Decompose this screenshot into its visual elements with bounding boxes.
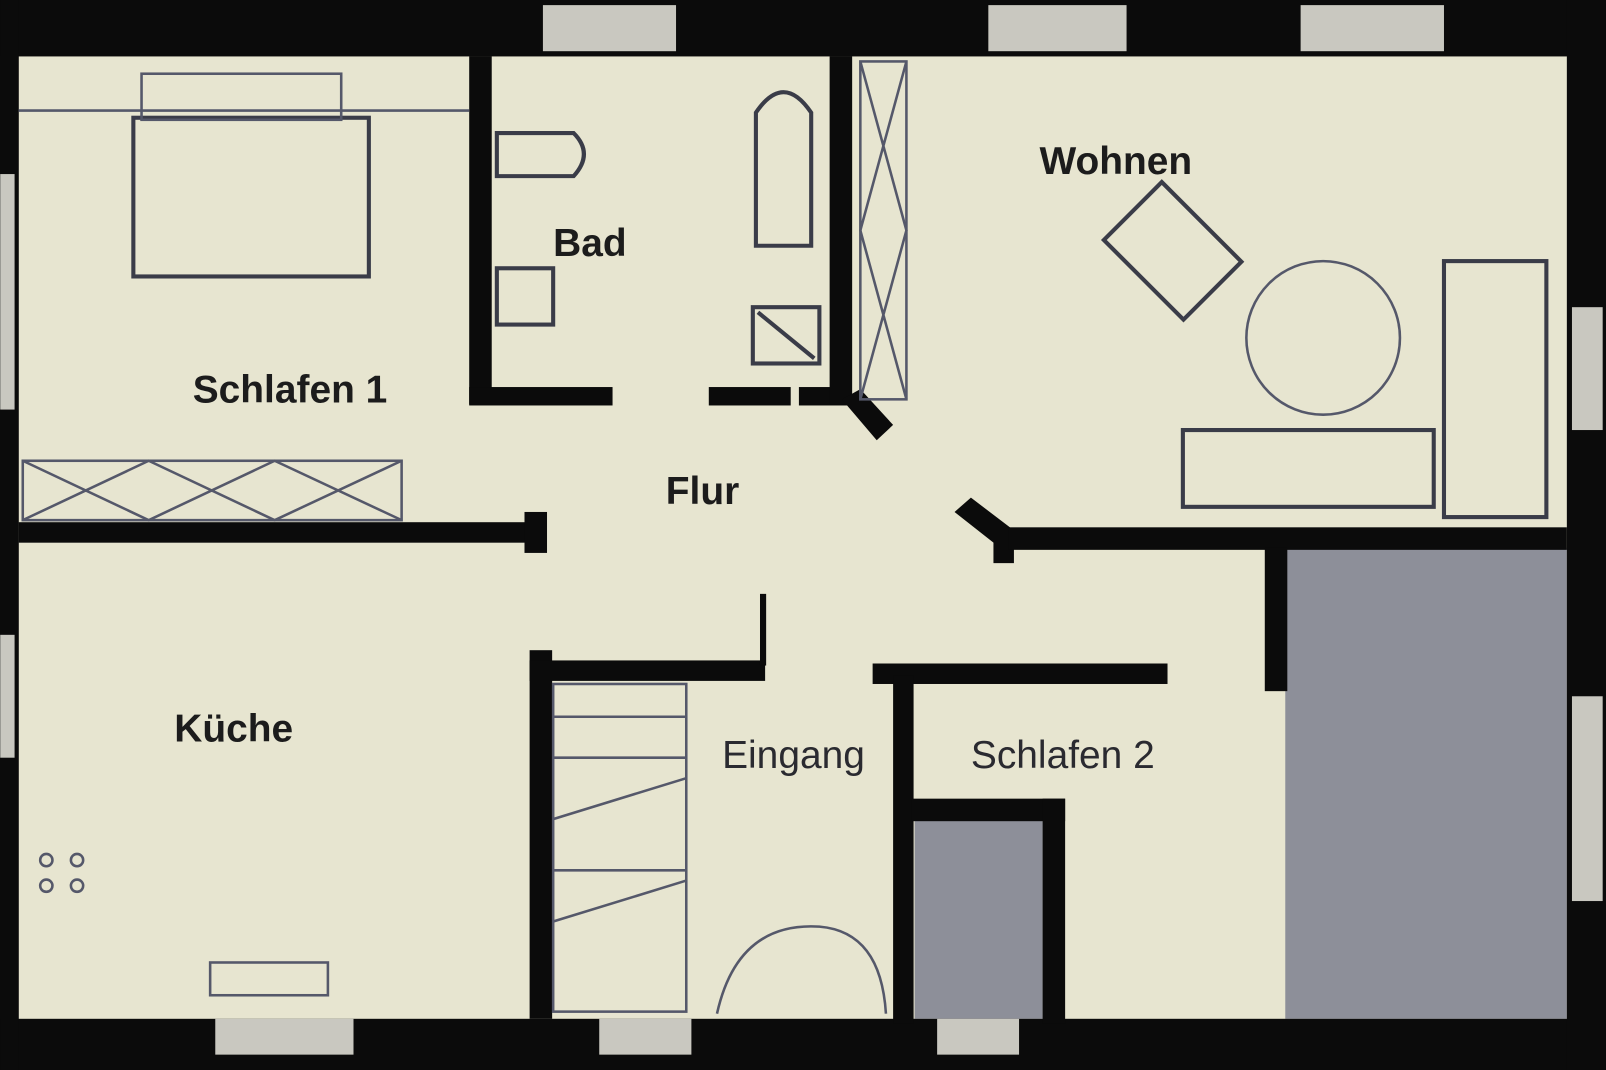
furniture — [18, 60, 1549, 1014]
round-table-icon — [1245, 259, 1402, 416]
room-label-flur: Flur — [666, 470, 739, 513]
bathtub-icon — [753, 90, 814, 248]
sink-icon — [494, 266, 556, 327]
stove-icon — [38, 852, 85, 894]
wardrobe-icon — [21, 459, 403, 522]
shower-icon — [750, 305, 822, 366]
kitchen-sink-icon — [208, 961, 330, 997]
grey-area-closet — [914, 819, 1043, 1019]
sofa-icon — [1180, 428, 1436, 509]
room-label-eingang: Eingang — [722, 734, 865, 777]
toilet-icon — [494, 131, 586, 179]
room-label-bad: Bad — [553, 222, 626, 265]
grey-area-right — [1285, 547, 1567, 1019]
room-label-kueche: Küche — [174, 707, 293, 750]
room-label-schlafen2: Schlafen 2 — [971, 734, 1155, 777]
windows — [0, 5, 1603, 1055]
room-label-schlafen1: Schlafen 1 — [193, 368, 388, 411]
door-swing-icon — [715, 925, 888, 1014]
bed-icon — [131, 115, 371, 279]
table-icon — [1100, 179, 1245, 323]
stairs-icon — [551, 682, 688, 1013]
armchair-icon — [1441, 259, 1549, 520]
room-label-wohnen: Wohnen — [1040, 140, 1193, 183]
